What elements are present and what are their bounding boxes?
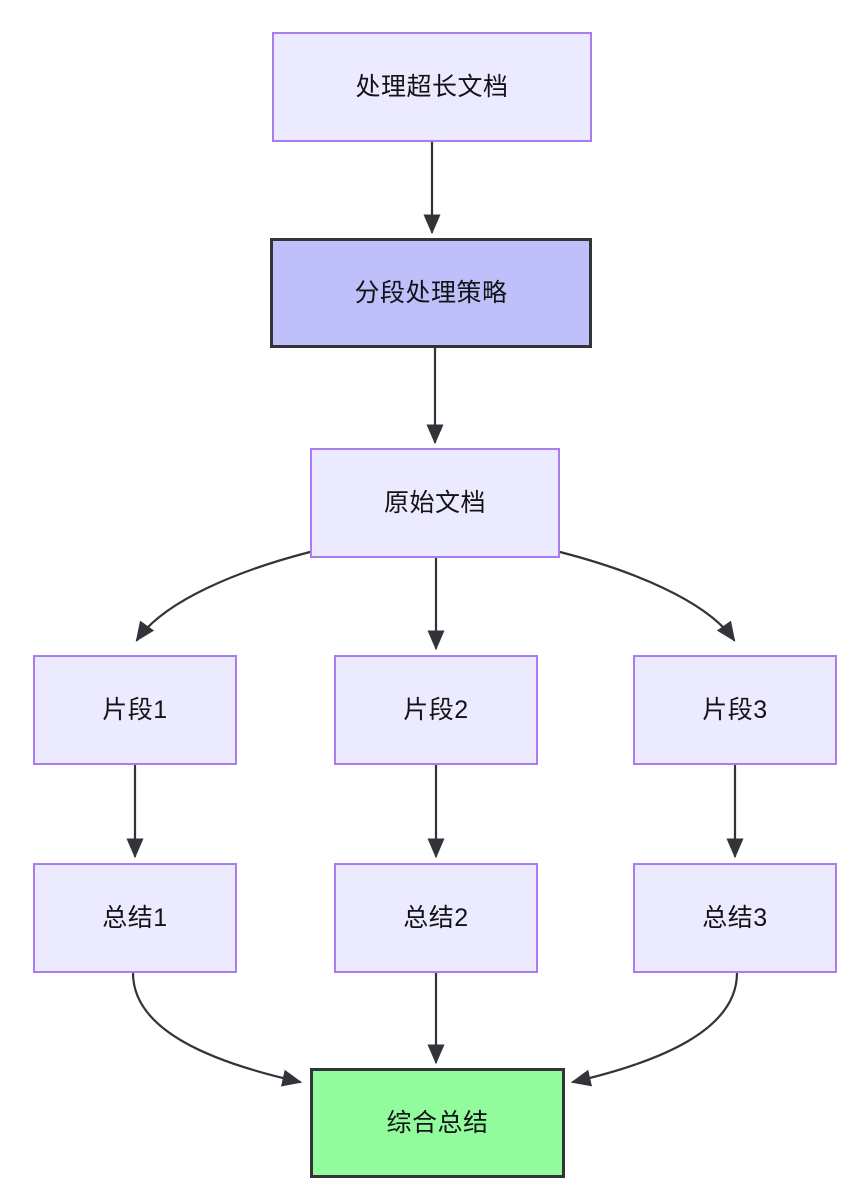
node-final-summary[interactable]: 综合总结 — [310, 1068, 565, 1178]
node-label: 片段1 — [102, 696, 168, 724]
node-label: 分段处理策略 — [354, 279, 508, 307]
node-process-long-document[interactable]: 处理超长文档 — [272, 32, 592, 142]
edge-n7-to-n10 — [131, 971, 303, 1087]
node-label: 片段3 — [702, 696, 768, 724]
node-label: 片段2 — [403, 696, 469, 724]
edge-n3-to-n6 — [558, 550, 736, 642]
node-label: 原始文档 — [383, 489, 486, 517]
node-original-document[interactable]: 原始文档 — [310, 448, 560, 558]
node-summary-2[interactable]: 总结2 — [334, 863, 538, 973]
edge-n9-to-n10 — [570, 971, 739, 1087]
node-label: 总结3 — [702, 904, 768, 932]
edge-n3-to-n4 — [135, 550, 312, 642]
node-fragment-1[interactable]: 片段1 — [33, 655, 237, 765]
node-label: 处理超长文档 — [355, 73, 509, 101]
node-fragment-3[interactable]: 片段3 — [633, 655, 837, 765]
node-chunking-strategy[interactable]: 分段处理策略 — [270, 238, 592, 348]
node-label: 总结1 — [102, 904, 168, 932]
node-label: 总结2 — [403, 904, 469, 932]
node-fragment-2[interactable]: 片段2 — [334, 655, 538, 765]
node-summary-1[interactable]: 总结1 — [33, 863, 237, 973]
node-label: 综合总结 — [386, 1109, 489, 1137]
node-summary-3[interactable]: 总结3 — [633, 863, 837, 973]
